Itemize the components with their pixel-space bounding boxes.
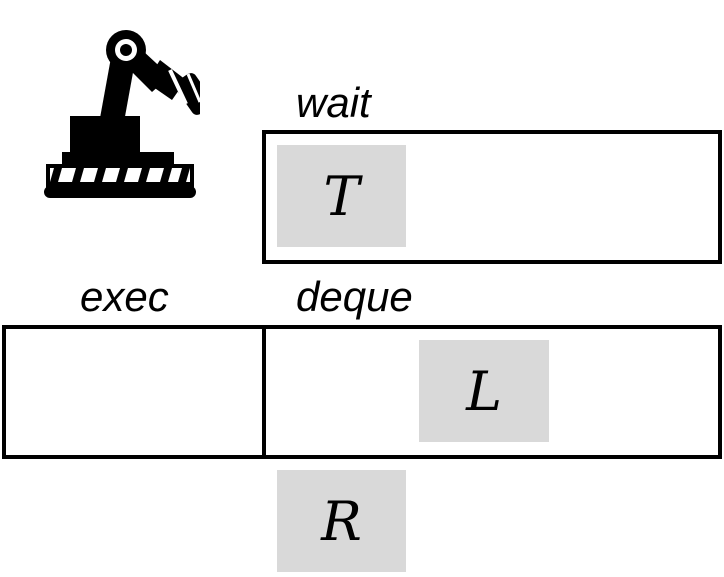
robot-joint [106,30,146,70]
robot-tracks [44,164,196,198]
incoming-task-tile: R [277,470,406,572]
robot-base [62,116,174,164]
deque-task-tile: L [419,340,549,442]
exec-deque-divider [262,325,266,459]
exec-deque-box [2,325,722,459]
deque-label: deque [296,273,413,320]
wait-task-tile: T [277,145,406,247]
wait-label: wait [296,79,371,126]
robot-arm-icon [44,30,200,198]
robot-gripper [146,60,200,115]
exec-label: exec [80,273,169,320]
